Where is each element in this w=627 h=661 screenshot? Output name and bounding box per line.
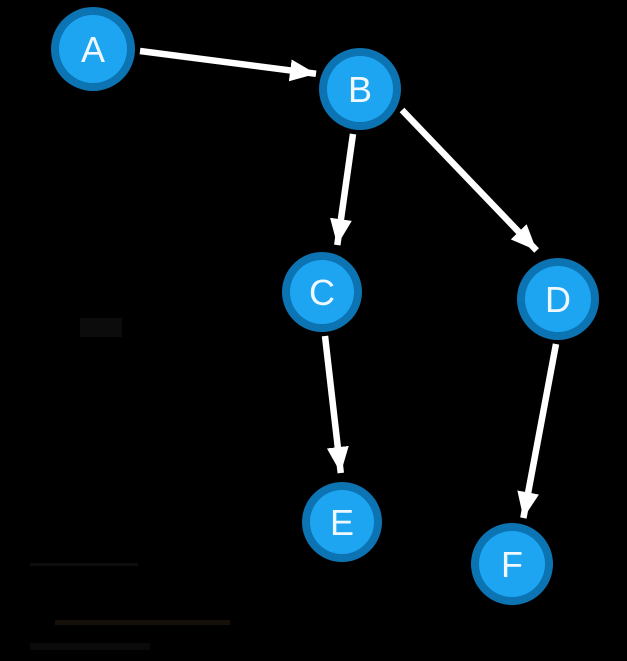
node-B[interactable]: B: [319, 48, 401, 130]
node-F[interactable]: F: [471, 523, 553, 605]
node-C[interactable]: C: [282, 252, 362, 332]
node-body: [59, 15, 127, 83]
node-body: [525, 266, 591, 332]
edge-B-C: [330, 133, 357, 246]
node-body: [479, 531, 545, 597]
edge-C-E: [321, 335, 349, 474]
node-body: [327, 56, 393, 122]
node-E[interactable]: E: [302, 482, 382, 562]
edge-B-D: [399, 107, 539, 253]
edge-A-B: [139, 47, 317, 82]
node-body: [310, 490, 374, 554]
node-body: [290, 260, 354, 324]
node-A[interactable]: A: [51, 7, 135, 91]
node-D[interactable]: D: [517, 258, 599, 340]
edge-D-F: [517, 343, 560, 519]
